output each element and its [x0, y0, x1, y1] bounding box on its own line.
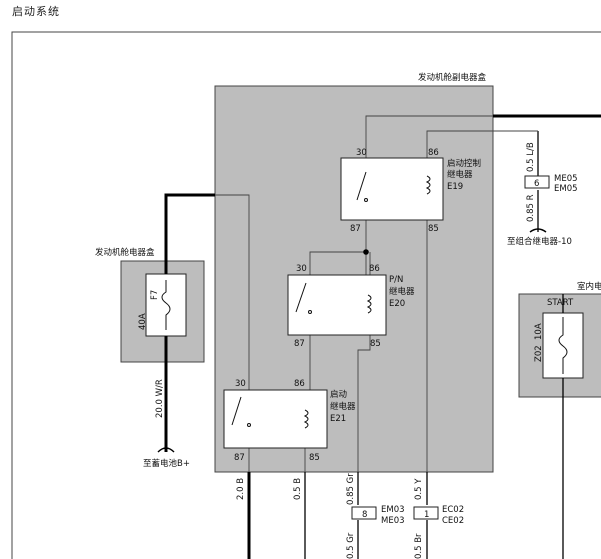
svg-text:8: 8 — [362, 510, 367, 520]
relay-start-code: E21 — [330, 414, 346, 424]
engine-box-label: 发动机舱电器盒 — [95, 247, 155, 258]
dest-combo-relay: 至组合继电器-10 — [507, 236, 572, 247]
relay-start-name1: 启动 — [330, 389, 348, 400]
svg-text:CE02: CE02 — [442, 516, 464, 526]
combo-arrow — [529, 228, 547, 233]
internal-wires — [215, 115, 538, 472]
fuse-f7-code: F7 — [150, 290, 160, 300]
relay-control-code: E19 — [447, 182, 463, 192]
wire-05lb: 0.5 L/B — [526, 142, 536, 172]
wire-05br: 0.5 Br — [414, 533, 424, 559]
fuse-f7-symbol — [161, 280, 171, 330]
svg-text:ME03: ME03 — [381, 516, 405, 526]
relay-pn-name1: P/N — [389, 275, 403, 285]
svg-text:EM03: EM03 — [381, 505, 405, 515]
fuse-f7-rating: 40A — [138, 313, 148, 330]
relay-pn-name2: 继电器 — [389, 286, 415, 297]
wire-05b: 0.5 B — [293, 478, 303, 500]
svg-text:87: 87 — [234, 453, 245, 463]
relay-pn: 30 86 87 85 P/N 继电器 E20 — [287, 264, 415, 349]
svg-text:85: 85 — [309, 453, 320, 463]
interior-box-label: 室内电 — [577, 281, 601, 292]
wire-085gr: 0.85 Gr — [346, 473, 356, 505]
svg-text:86: 86 — [428, 148, 439, 158]
svg-text:1: 1 — [424, 510, 429, 520]
connector-ec02: 1 EC02 CE02 — [413, 505, 464, 526]
svg-text:6: 6 — [534, 179, 539, 189]
heavy-wires — [164, 114, 601, 559]
svg-text:87: 87 — [294, 339, 305, 349]
wire-05y: 0.5 Y — [414, 478, 424, 500]
connector-me05: 6 ME05 EM05 — [524, 174, 578, 194]
relay-control-name2: 继电器 — [447, 169, 473, 180]
fuse-z02-label: START — [547, 298, 574, 308]
connector-em03: 8 EM03 ME03 — [351, 505, 405, 526]
wire-20b: 2.0 B — [236, 478, 246, 500]
relay-start-name2: 继电器 — [330, 401, 356, 412]
engine-sub-box-label: 发动机舱副电器盒 — [418, 72, 487, 83]
page-title: 启动系统 — [12, 5, 60, 18]
battery-arrow — [157, 447, 175, 453]
wire-battery: 20.0 W/R — [155, 379, 165, 418]
svg-text:30: 30 — [235, 379, 246, 389]
svg-text:85: 85 — [428, 224, 439, 234]
svg-text:EM05: EM05 — [554, 184, 578, 194]
fuse-z02-code: Z02 — [534, 345, 544, 362]
dest-battery: 至蓄电池B+ — [143, 458, 190, 469]
junction-dot — [363, 249, 369, 255]
svg-text:87: 87 — [350, 224, 361, 234]
svg-text:85: 85 — [370, 339, 381, 349]
thin-wires — [304, 131, 564, 559]
svg-text:86: 86 — [294, 379, 305, 389]
relay-start: 30 86 87 85 启动 继电器 E21 — [223, 379, 356, 463]
svg-text:86: 86 — [369, 264, 380, 274]
svg-text:EC02: EC02 — [442, 505, 464, 515]
fuse-z02-rating: 10A — [534, 323, 544, 340]
svg-text:30: 30 — [356, 148, 367, 158]
svg-text:ME05: ME05 — [554, 174, 578, 184]
diagram-frame — [11, 31, 601, 559]
wire-085r: 0.85 R — [526, 194, 536, 222]
svg-text:30: 30 — [296, 264, 307, 274]
fuse-z02-symbol — [558, 317, 568, 374]
relay-control-name1: 启动控制 — [447, 158, 481, 169]
wire-05gr: 0.5 Gr — [346, 532, 356, 559]
relay-control: 30 86 87 85 启动控制 继电器 E19 — [340, 148, 481, 234]
relay-pn-code: E20 — [389, 299, 405, 309]
